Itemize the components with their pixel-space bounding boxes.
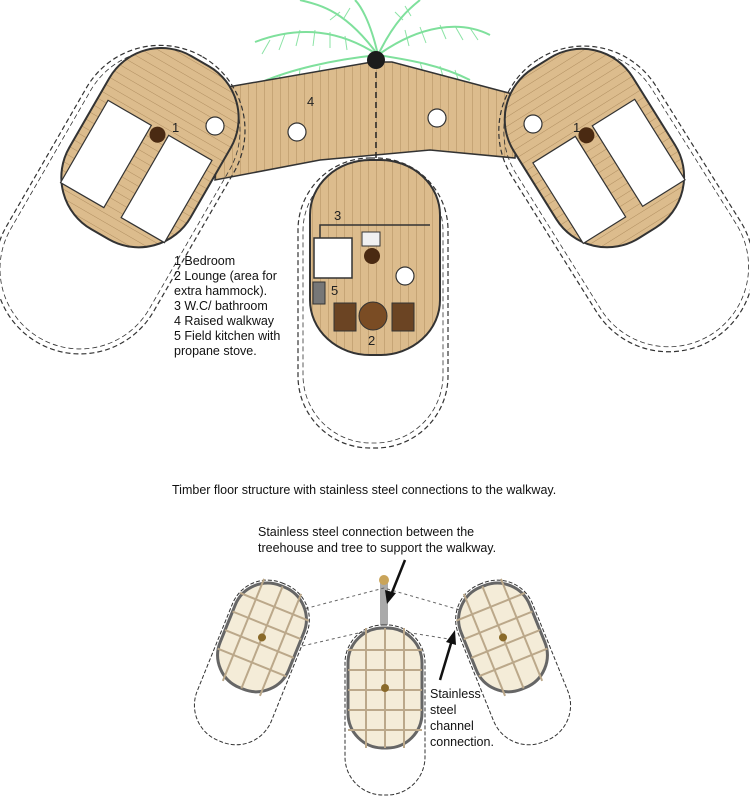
label-bedroom-right: 1 xyxy=(573,120,580,135)
sink xyxy=(361,231,381,247)
label-bedroom-left: 1 xyxy=(172,120,179,135)
caption-connection: Stainless steel connection between the t… xyxy=(258,525,497,555)
legend-item: 3 W.C/ bathroom xyxy=(174,299,268,313)
legend: 1 Bedroom 2 Lounge (area for extra hammo… xyxy=(174,254,280,359)
caption-timber: Timber floor structure with stainless st… xyxy=(172,483,557,497)
legend-item: 5 Field kitchen with xyxy=(174,329,281,343)
legend-item: extra hammock). xyxy=(174,284,268,298)
shower xyxy=(313,237,353,279)
caption-channel: Stainless steel channel connection. xyxy=(430,687,494,749)
table xyxy=(358,301,388,331)
bedroom-left xyxy=(0,44,246,355)
legend-item: propane stove. xyxy=(174,344,257,358)
tree-trunk xyxy=(367,51,385,69)
legend-item: 2 Lounge (area for xyxy=(174,269,277,283)
label-lounge: 2 xyxy=(368,333,375,348)
legend-item: 4 Raised walkway xyxy=(174,314,275,328)
bedroom-right xyxy=(498,45,750,353)
floor-structure-diagram xyxy=(193,559,572,796)
legend-item: 1 Bedroom xyxy=(174,254,236,268)
stove xyxy=(312,281,326,305)
center-pod xyxy=(297,157,449,449)
chair-icon xyxy=(205,108,543,286)
label-bathroom: 3 xyxy=(334,208,341,223)
label-walkway: 4 xyxy=(307,94,314,109)
toilet xyxy=(364,248,380,264)
label-kitchen: 5 xyxy=(331,283,338,298)
